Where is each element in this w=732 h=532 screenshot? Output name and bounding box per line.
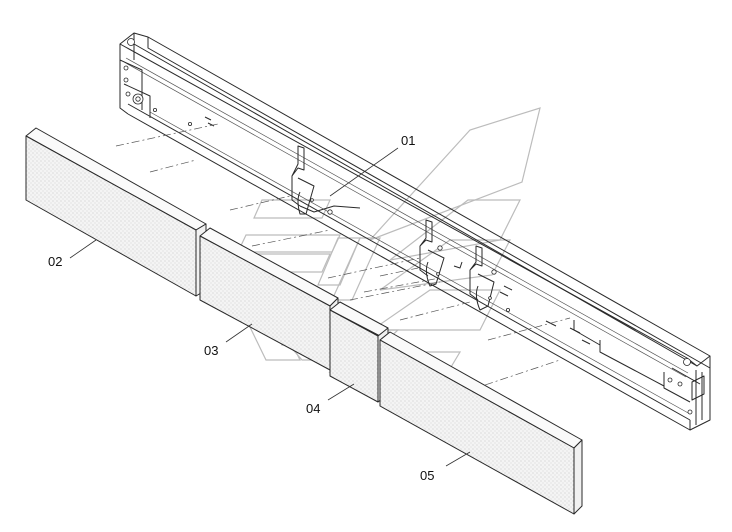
callout-02: 02: [48, 254, 62, 269]
callout-05: 05: [420, 468, 434, 483]
callout-03: 03: [204, 343, 218, 358]
main-beam: [119, 32, 711, 431]
rubber-pad-02: [25, 127, 207, 297]
rubber-pad-05: [379, 331, 583, 515]
rubber-pad-03: [199, 227, 339, 371]
end-hole-icon: [127, 38, 135, 46]
leader-lines: [69, 147, 471, 467]
callout-01: 01: [401, 133, 415, 148]
end-hole-right-icon: [683, 358, 691, 366]
assembly-centerlines: [115, 123, 571, 391]
rubber-pad-04: [329, 301, 389, 403]
callout-04: 04: [306, 401, 320, 416]
